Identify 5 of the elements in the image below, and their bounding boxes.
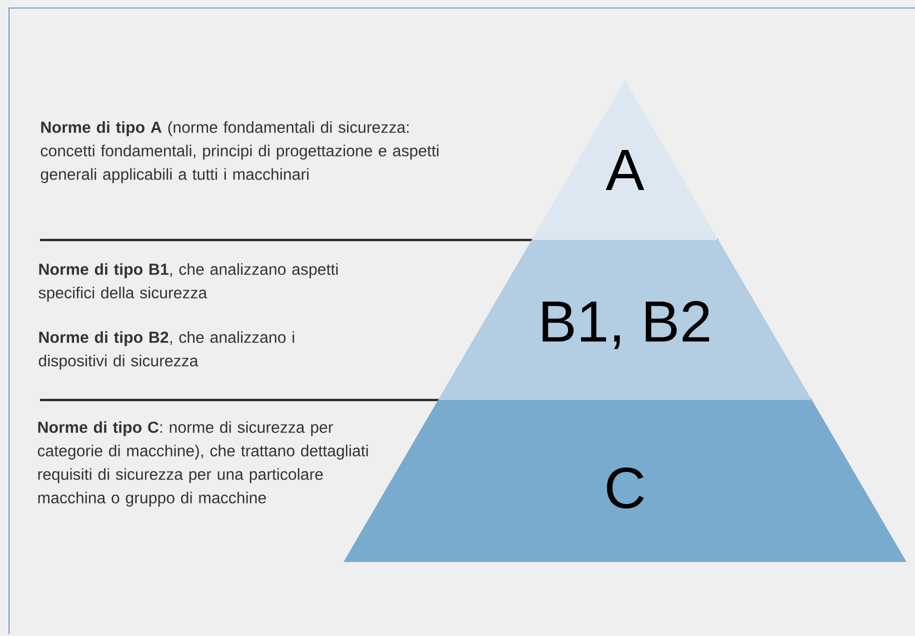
description-text: Norme di tipo A (norme fondamentali di sicurezza: concetti fondamentali, principi di progettazione e aspetti generali applicabili a tutti i macchinari [40,121,438,184]
description-text: Norme di tipo B1, che analizzano aspetti specifici della sicurezza [38,263,338,302]
pyramid-tier: A [532,80,718,240]
description-text: Norme di tipo B2, che analizzano i dispositivi di sicurezza [38,331,294,370]
pyramid-tier: B1, B2 [438,240,812,400]
